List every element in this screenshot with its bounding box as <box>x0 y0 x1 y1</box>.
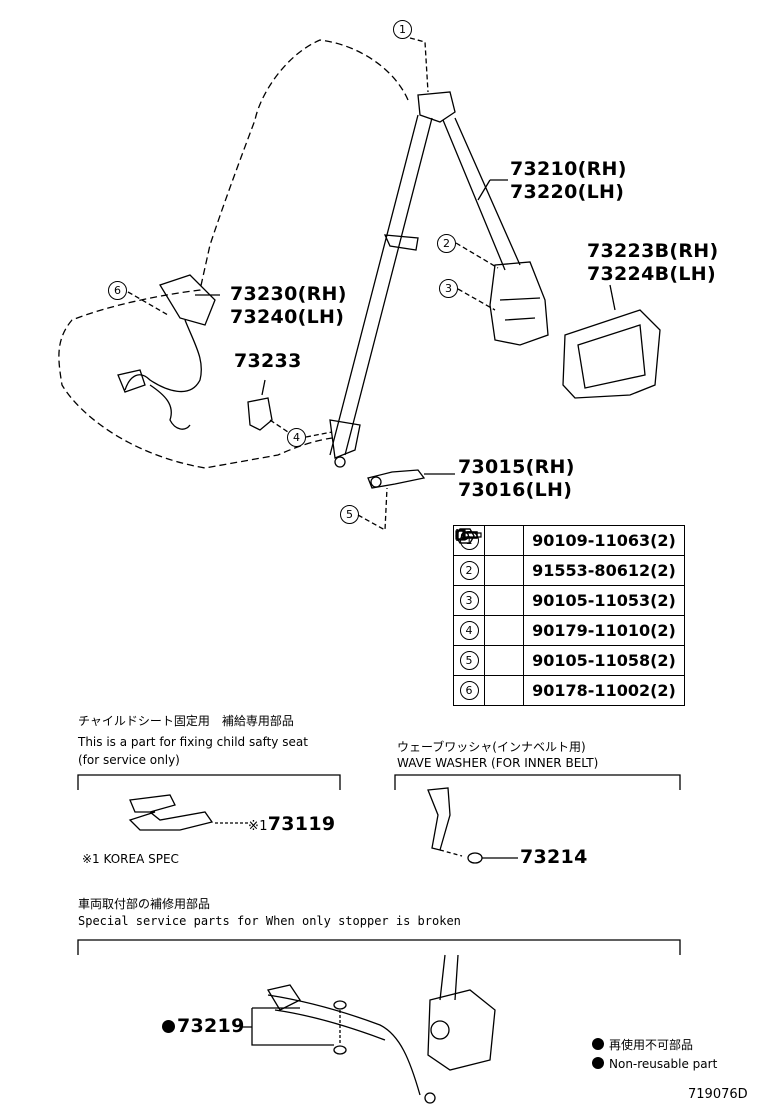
belt-guide <box>383 234 419 251</box>
wave-washer-jp: ウェーブワッシャ(インナベルト用) <box>397 740 586 754</box>
fastener-index: 3 <box>459 591 479 610</box>
retractor <box>489 261 549 346</box>
fastener-icon-cell <box>454 525 524 556</box>
inner-belt <box>427 787 451 851</box>
fastener-index-cell: 6 <box>453 675 485 706</box>
trim-cover <box>562 309 661 399</box>
child-seat-jp: チャイルドシート固定用 補給専用部品 <box>78 714 294 728</box>
fastener-part-number: 90179-11010(2) <box>523 615 685 646</box>
part-cover-lh: 73224B(LH) <box>587 263 716 285</box>
callout-2: 2 <box>437 234 456 253</box>
part-belt-lh: 73220(LH) <box>510 181 625 203</box>
special-en: Special service parts for When only stop… <box>78 914 461 928</box>
seat-outline <box>58 39 409 469</box>
fastener-index-cell: 4 <box>453 615 485 646</box>
child-seat-en2: (for service only) <box>78 753 180 767</box>
fastener-part-number: 90105-11053(2) <box>523 585 685 616</box>
part-anchor-lh: 73016(LH) <box>458 479 573 501</box>
fastener-row: 6 90178-11002(2) <box>453 527 685 706</box>
callout-6: 6 <box>108 281 127 300</box>
child-anchor <box>128 794 214 831</box>
fastener-icon-cell <box>454 527 524 706</box>
callout-1: 1 <box>393 20 412 39</box>
part-wave-washer: 73214 <box>520 846 588 868</box>
fastener-index-cell: 3 <box>453 585 485 616</box>
legend-jp-text: 再使用不可部品 <box>609 1038 694 1052</box>
belt-lower <box>329 419 361 459</box>
fastener-row: 2 91553-80612(2) <box>453 528 685 586</box>
small-cover <box>247 397 273 431</box>
callout-3: 3 <box>439 279 458 298</box>
part-buckle-lh: 73240(LH) <box>230 306 345 328</box>
legend-en-text: Non-reusable part <box>609 1057 718 1071</box>
part-stopper-number: 73219 <box>177 1015 245 1037</box>
part-child-anchor: ※173119 <box>248 813 335 838</box>
fastener-icon-cell <box>455 528 524 586</box>
legend-dot-icon-2 <box>592 1057 604 1069</box>
fastener-row: 3 90105-11053(2) <box>453 528 685 616</box>
wave-washer-en: WAVE WASHER (FOR INNER BELT) <box>397 756 599 770</box>
fastener-part-number: 90178-11002(2) <box>523 675 685 706</box>
fastener-icon-cell <box>455 528 524 616</box>
leader-1 <box>409 37 429 93</box>
fastener-icon-cell <box>454 527 524 646</box>
legend-en: Non-reusable part <box>592 1057 717 1071</box>
child-seat-en1: This is a part for fixing child safty se… <box>78 735 308 749</box>
part-anchor-rh: 73015(RH) <box>458 456 575 478</box>
special-jp: 車両取付部の補修用部品 <box>78 897 211 911</box>
legend-jp: 再使用不可部品 <box>592 1036 693 1053</box>
legend-dot-icon <box>592 1038 604 1050</box>
part-belt-rh: 73210(RH) <box>510 158 627 180</box>
callout-4: 4 <box>287 428 306 447</box>
part-child-anchor-number: 73119 <box>267 813 336 835</box>
shoulder-anchor <box>417 91 456 123</box>
part-small-cover: 73233 <box>234 350 302 372</box>
part-cover-rh: 73223B(RH) <box>587 240 719 262</box>
figure-id: 719076D <box>688 1087 748 1102</box>
part-stopper: 73219 <box>162 1015 245 1037</box>
fastener-index: 4 <box>459 621 479 640</box>
fastener-index-cell: 2 <box>453 555 485 586</box>
fastener-part-number: 90109-11063(2) <box>523 525 685 556</box>
korea-spec-mark: ※1 <box>248 819 268 834</box>
belt-webbing <box>329 114 521 456</box>
anchor-plate <box>367 469 426 489</box>
buckle <box>159 274 216 326</box>
fastener-index: 6 <box>459 681 479 700</box>
part-buckle-rh: 73230(RH) <box>230 283 347 305</box>
fastener-row: 4 90179-11010(2) <box>453 527 685 646</box>
fastener-icon-cell <box>455 528 524 676</box>
fastener-part-number: 91553-80612(2) <box>523 555 685 586</box>
fastener-index-cell: 5 <box>453 645 485 676</box>
fastener-index: 2 <box>459 561 479 580</box>
fastener-row: 5 90105-11058(2) <box>453 528 685 676</box>
fastener-part-number: 90105-11058(2) <box>523 645 685 676</box>
callout-5: 5 <box>340 505 359 524</box>
fastener-index: 5 <box>459 651 479 670</box>
non-reusable-dot-icon <box>162 1020 175 1033</box>
korea-spec-footnote: ※1 KOREA SPEC <box>82 852 179 866</box>
